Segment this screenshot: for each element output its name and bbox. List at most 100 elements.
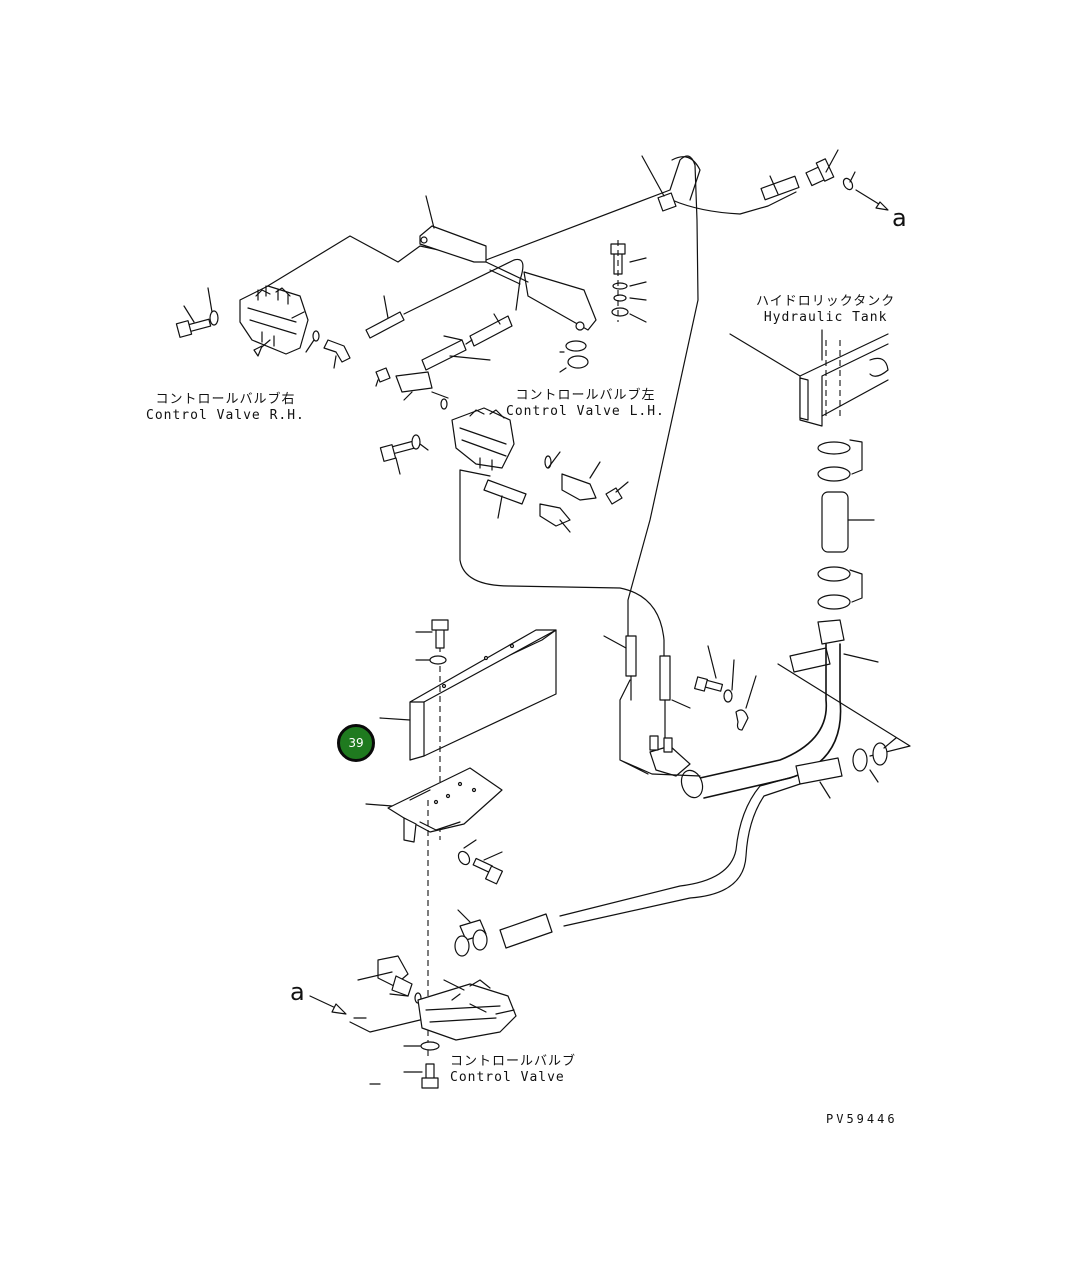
clamp-tank-2 (817, 466, 851, 482)
bolt-valve-rh-head (175, 320, 193, 338)
plate-hole-1 (457, 781, 463, 787)
tee-fitting-lh (561, 473, 597, 501)
elbow-top-right-nut (815, 158, 835, 182)
bracket-hole-1 (420, 236, 428, 244)
leader-hose-1 (383, 295, 389, 319)
hose-lower-left (459, 469, 665, 661)
clamp-cv-2 (472, 929, 488, 951)
label-control-valve-rh-en: Control Valve R.H. (146, 408, 305, 423)
hose-clip-top (657, 192, 677, 212)
leaders-tee (375, 379, 449, 401)
leaders-under-washers (559, 351, 567, 373)
fitting-vertical-lines (630, 675, 666, 741)
hose-fitting-1 (365, 311, 405, 339)
leaders-cover-bolt (415, 631, 433, 661)
hose-fitting-3 (469, 315, 513, 347)
washer-plate (457, 850, 471, 866)
clamp-tank-3 (817, 566, 851, 582)
oring-valve-rh (312, 330, 320, 342)
cover-box-front (409, 629, 557, 761)
hose-top-right (671, 191, 797, 215)
arrow-head-top (875, 201, 889, 211)
leader-hose-lower-left (497, 495, 503, 519)
nut-lh (605, 487, 623, 505)
hose-1 (403, 258, 524, 315)
fitting-small-1 (375, 367, 391, 383)
bracket-top-left (419, 225, 487, 263)
arrow-head-bottom (331, 1003, 347, 1015)
clip-clamp (735, 709, 749, 731)
hydraulic-tank-outline (729, 333, 889, 427)
leaders-elbow-rh (305, 339, 337, 369)
manifold-lines (619, 679, 701, 777)
control-valve-detail (425, 979, 515, 1023)
label-control-valve: コントロールバルブ Control Valve (450, 1054, 576, 1086)
label-hydraulic-tank-jp: ハイドロリックタンク (756, 294, 896, 309)
drawing-code: PV59446 (826, 1112, 898, 1126)
leader-mounting-plate (365, 803, 393, 807)
cover-hole-2 (509, 643, 515, 649)
cover-hole-3 (441, 683, 447, 689)
suction-pipe-branch (789, 647, 831, 673)
hose-top-right-fitting (760, 175, 800, 201)
leaders-lower-cv-bolt (369, 1045, 423, 1085)
connection-a-top: a (892, 204, 907, 232)
leaders-elbow-lower-cv (357, 971, 409, 997)
control-valve-rh-spools (257, 285, 289, 305)
control-valve-rh-detail (247, 287, 305, 347)
clamp-lower-2 (872, 742, 888, 766)
leader-elbow-lower-left (559, 519, 571, 533)
leaders-valve-lh (395, 443, 429, 475)
fitting-vertical-2 (659, 655, 671, 701)
leaders-fittings-vertical (603, 635, 691, 709)
oring-valve-lh (544, 455, 552, 469)
bolt-valve-lh-shank (390, 440, 416, 455)
hose-main-top-outer (671, 156, 701, 201)
washer-cover (429, 655, 447, 665)
plate-hole-2 (471, 787, 477, 793)
leader-bracket-top (425, 195, 435, 229)
control-valve-lh-detail (459, 409, 507, 471)
washer-bracket-3 (611, 307, 629, 317)
label-control-valve-rh: コントロールバルブ右 Control Valve R.H. (146, 392, 305, 424)
hose-fitting-2 (421, 339, 467, 371)
leader-control-valve (443, 979, 487, 1013)
leaders-clamps-lower (849, 569, 863, 603)
adapter-2 (663, 737, 673, 753)
hydraulic-tank-side (821, 357, 889, 417)
leader-top-right (769, 149, 856, 195)
clamp-tank-4 (817, 594, 851, 610)
suction-pipe-end (680, 769, 704, 799)
tank-port (799, 377, 809, 421)
leaders-plate-bolt (463, 839, 503, 861)
label-control-valve-lh: コントロールバルブ左 Control Valve L.H. (506, 388, 665, 420)
return-hose-lower (499, 913, 553, 949)
label-control-valve-rh-jp: コントロールバルブ右 (155, 392, 296, 407)
elbow-lower-left (539, 503, 571, 527)
tee-fitting (395, 371, 433, 393)
plate-hole-3 (445, 793, 451, 799)
leaders-clamp-parts (707, 645, 757, 709)
leader-nut-lh (615, 481, 629, 493)
part-callout-39[interactable]: 39 (337, 724, 375, 762)
return-hose (559, 775, 801, 927)
leader-return-hose-upper (819, 781, 831, 799)
bolt-cover-shank (435, 627, 445, 649)
connection-a-bottom: a (290, 978, 305, 1006)
washer-valve-lh (411, 434, 421, 450)
return-hose-upper (795, 757, 843, 785)
clamp-tank-1 (817, 441, 851, 455)
washer-bracket-1 (612, 282, 628, 290)
suction-pipe-flange (817, 619, 845, 645)
control-valve-body (417, 983, 517, 1041)
leader-oring-lh (547, 451, 561, 469)
washer-under-2 (567, 355, 589, 369)
cover-hole-1 (483, 655, 489, 661)
leader-arrow-rh (253, 345, 263, 357)
adapter-1 (649, 735, 659, 751)
bracket-hole-2 (575, 321, 585, 331)
clamp-lower-1 (852, 748, 868, 772)
label-hydraulic-tank-en: Hydraulic Tank (763, 310, 888, 325)
